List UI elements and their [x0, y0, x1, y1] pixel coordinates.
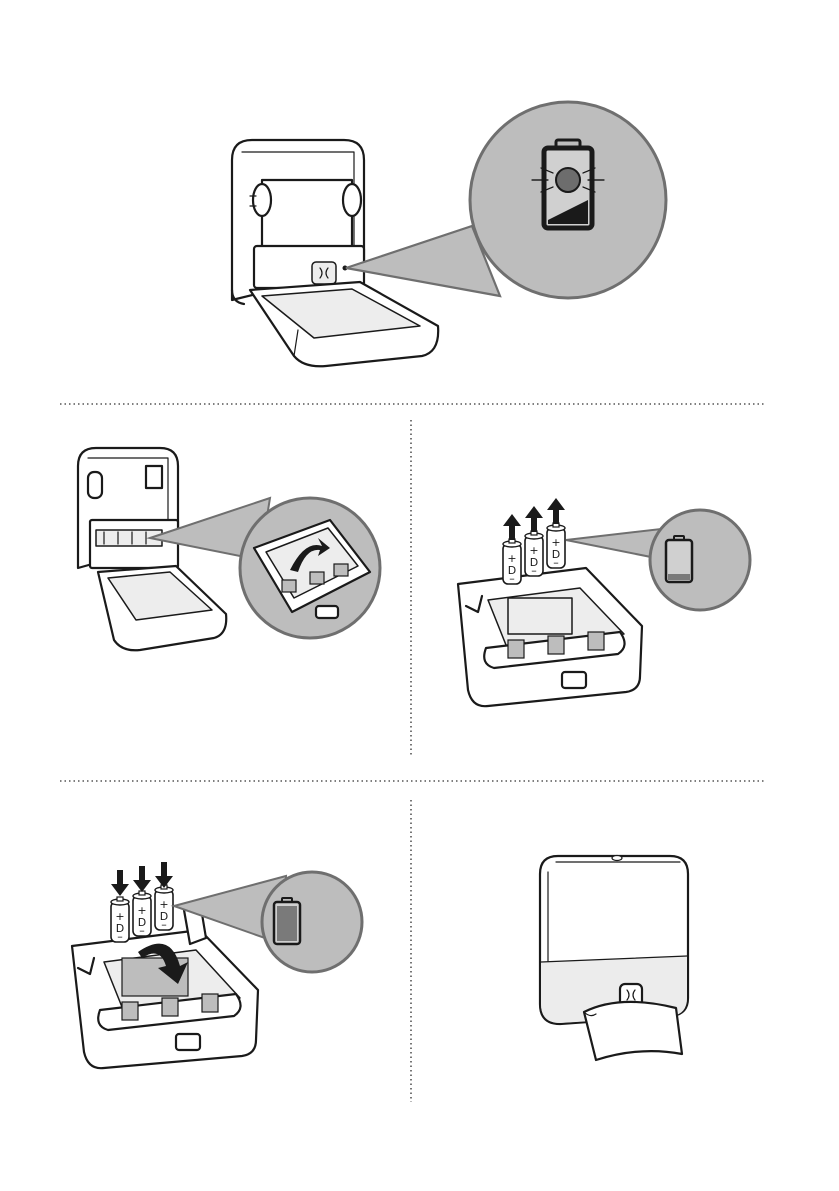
svg-text:–: –: [553, 556, 559, 569]
step-4-insert-batteries: + D – + D – + D –: [72, 862, 362, 1068]
svg-text:–: –: [531, 564, 537, 577]
step-2-open-compartment: [78, 448, 380, 650]
battery-cell-6: + D –: [155, 885, 173, 931]
svg-text:–: –: [117, 930, 123, 943]
step-3-remove-batteries: + D – + D – + D –: [458, 498, 750, 706]
battery-cell-5: + D –: [133, 891, 151, 937]
svg-text:–: –: [509, 572, 515, 585]
svg-text:–: –: [139, 924, 145, 937]
battery-empty-icon: [666, 536, 692, 582]
sensor-button-icon: [312, 262, 336, 284]
step-5-closed-dispenser: [540, 856, 688, 1061]
battery-cell-3: + D –: [547, 523, 565, 569]
battery-cell-4: + D –: [111, 897, 129, 943]
step-1-dispenser-open: [232, 102, 666, 366]
battery-full-icon: [274, 898, 300, 944]
battery-cell-1: + D –: [503, 539, 521, 585]
svg-text:–: –: [161, 918, 167, 931]
paper-towel: [584, 1002, 682, 1060]
battery-cell-2: + D –: [525, 531, 543, 577]
